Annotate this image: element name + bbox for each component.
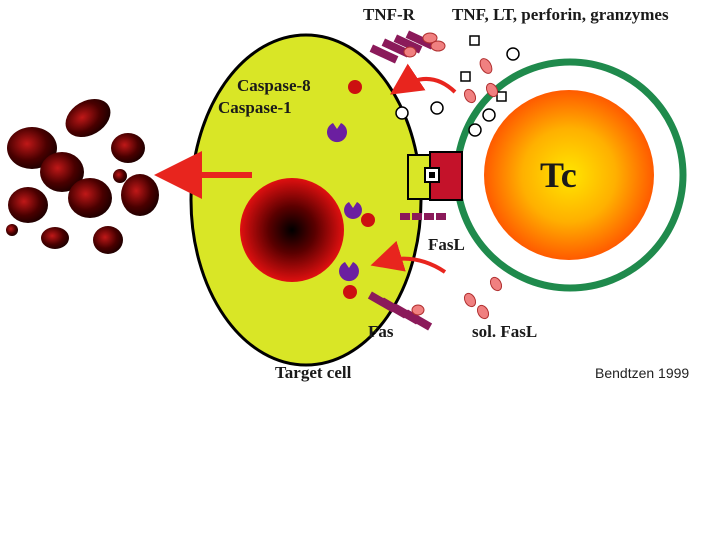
label-target-cell: Target cell [275,363,352,382]
label-fas: Fas [368,322,394,341]
soluble-fasl [411,276,503,320]
tc-core [484,90,654,260]
label-caspase-8: Caspase-8 [237,76,311,95]
label-caspase-1: Caspase-1 [218,98,292,117]
synapse-granule-dot [429,172,435,178]
target-nucleus [240,178,344,282]
free-molecules [395,35,520,137]
signal-arrow-upper [390,63,457,95]
label-tnf-r: TNF-R [363,5,416,24]
signal-arrow-lower [370,240,447,274]
fas-receptors [367,291,433,331]
apoptotic-bodies [6,99,159,254]
tnf-ligands [403,32,446,58]
caspases [326,80,375,299]
label-fasl: FasL [428,235,465,254]
credit-text: Bendtzen 1999 [595,365,689,381]
label-ligands: TNF, LT, perforin, granzymes [452,5,669,24]
fasl-complex [400,213,446,220]
label-sol-fasl: sol. FasL [472,322,537,341]
label-tc: Tc [540,155,577,195]
